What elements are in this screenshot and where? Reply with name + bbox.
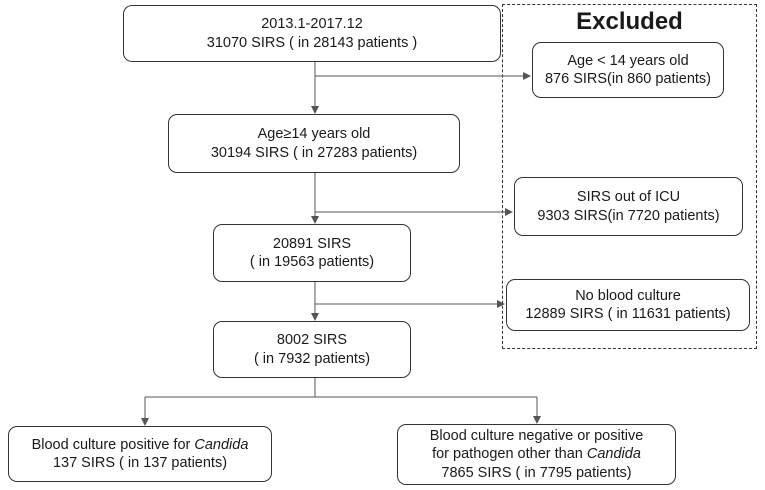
sirs-8002-count: 8002 SIRS <box>276 332 348 349</box>
sirs-8002-box: 8002 SIRS ( in 7932 patients) <box>213 321 411 378</box>
negative-other-line2: for pathogen other than Candida <box>432 445 641 463</box>
age-ge14-box: Age≥14 years old 30194 SIRS ( in 27283 p… <box>168 114 460 173</box>
excluded-panel <box>502 4 757 349</box>
negative-other-prefix: for pathogen other than <box>432 446 587 463</box>
sirs-8002-patients: ( in 7932 patients) <box>253 350 371 367</box>
positive-candida-italic: Candida <box>194 436 249 453</box>
excluded-age-box: Age < 14 years old 876 SIRS(in 860 patie… <box>532 42 724 98</box>
negative-other-line1: Blood culture negative or positive <box>429 428 644 445</box>
start-count: 31070 SIRS ( in 28143 patients ) <box>206 34 418 51</box>
excluded-icu-label: SIRS out of ICU <box>576 189 681 206</box>
excluded-age-label: Age < 14 years old <box>567 52 689 69</box>
age-ge14-count: 30194 SIRS ( in 27283 patients) <box>210 144 418 161</box>
sirs-20891-patients: ( in 19563 patients) <box>249 254 375 270</box>
positive-candida-line1: Blood culture positive for Candida <box>32 436 249 454</box>
sirs-20891-box: 20891 SIRS ( in 19563 patients) <box>213 224 411 282</box>
age-ge14-label: Age≥14 years old <box>257 126 371 143</box>
start-box: 2013.1-2017.12 31070 SIRS ( in 28143 pat… <box>123 5 501 62</box>
negative-other-count: 7865 SIRS ( in 7795 patients) <box>441 464 632 481</box>
negative-other-box: Blood culture negative or positive for p… <box>397 424 676 485</box>
excluded-culture-box: No blood culture 12889 SIRS ( in 11631 p… <box>506 279 750 331</box>
excluded-culture-count: 12889 SIRS ( in 11631 patients) <box>525 306 731 322</box>
excluded-age-count: 876 SIRS(in 860 patients) <box>544 71 712 87</box>
excluded-icu-box: SIRS out of ICU 9303 SIRS(in 7720 patien… <box>514 177 743 236</box>
excluded-icu-count: 9303 SIRS(in 7720 patients) <box>537 207 720 224</box>
positive-candida-count: 137 SIRS ( in 137 patients) <box>52 455 228 471</box>
sirs-20891-count: 20891 SIRS <box>272 235 352 252</box>
positive-candida-box: Blood culture positive for Candida 137 S… <box>8 426 272 482</box>
start-period: 2013.1-2017.12 <box>261 16 363 33</box>
excluded-culture-label: No blood culture <box>575 287 681 304</box>
positive-candida-prefix: Blood culture positive for <box>31 436 195 453</box>
negative-other-italic: Candida <box>586 446 641 463</box>
excluded-title: Excluded <box>576 8 683 35</box>
